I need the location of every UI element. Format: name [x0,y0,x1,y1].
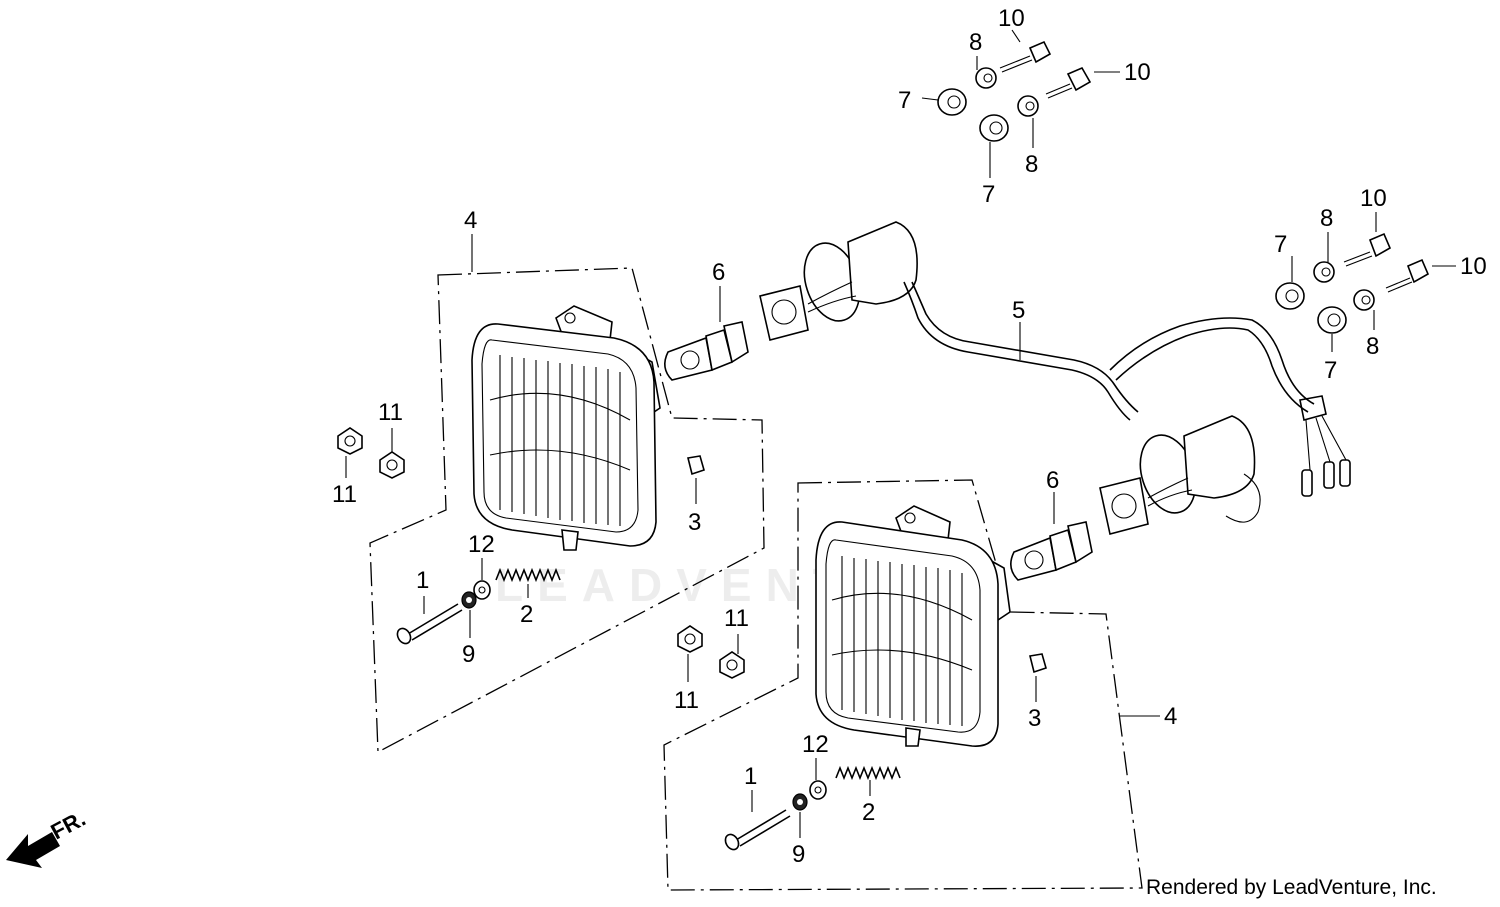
washer-12-left[interactable] [473,580,491,600]
headlight-left[interactable] [471,305,661,551]
callout-10-d: 10 [1460,253,1487,280]
spring-left[interactable] [495,567,561,583]
nut-11-right-a[interactable] [677,625,703,653]
callout-10-c: 10 [1360,185,1387,212]
callout-9-right: 9 [792,841,805,868]
grommet-7-upper-a[interactable] [937,88,967,116]
callout-11-a: 11 [378,399,403,426]
nut-3-left[interactable] [687,455,705,476]
assembly-outline-left [369,267,765,754]
callout-6-upper: 6 [712,259,725,286]
callout-7-b: 7 [982,181,995,208]
callout-7-a: 7 [898,87,911,114]
nut-3-right[interactable] [1029,653,1047,674]
callout-8-b: 8 [1025,151,1038,178]
grommet-7-right-b[interactable] [1317,306,1347,334]
nut-11-left-a[interactable] [337,427,363,455]
callout-4-left: 4 [464,207,477,234]
callout-12-right: 12 [802,731,829,758]
callout-8-a: 8 [969,29,982,56]
bolt-right[interactable] [723,809,791,852]
callout-8-c: 8 [1320,205,1333,232]
assembly-outline-right [663,479,1143,891]
callout-10-a: 10 [998,5,1025,32]
callout-2-right: 2 [862,799,875,826]
nut-11-left-b[interactable] [379,451,405,479]
callout-11-c: 11 [724,605,749,632]
collar-8-upper-a[interactable] [975,67,997,89]
callout-7-d: 7 [1324,357,1337,384]
bolt-10-right-b[interactable] [1385,258,1430,293]
bolt-left[interactable] [395,603,463,646]
callout-8-d: 8 [1366,333,1379,360]
callout-2-left: 2 [520,601,533,628]
callout-3-left: 3 [688,509,701,536]
callout-11-b: 11 [332,481,357,508]
callout-9-left: 9 [462,641,475,668]
washer-9-right[interactable] [792,793,808,811]
front-arrow-icon [6,832,60,868]
callout-7-c: 7 [1274,231,1287,258]
callout-3-right: 3 [1028,705,1041,732]
callout-12-left: 12 [468,531,495,558]
socket-lower[interactable] [1099,415,1261,535]
collar-8-right-b[interactable] [1353,289,1375,311]
bulb-right[interactable] [1010,521,1093,581]
bulb-left[interactable] [664,321,749,381]
washer-9-left[interactable] [461,591,477,609]
credit-text: Rendered by LeadVenture, Inc. [1146,876,1437,899]
callout-6-lower: 6 [1046,467,1059,494]
spring-right[interactable] [835,765,901,781]
collar-8-upper-b[interactable] [1017,95,1039,117]
wire-harness[interactable] [903,281,1351,497]
grommet-7-upper-b[interactable] [979,114,1009,142]
bolt-10-upper-b[interactable] [1045,66,1092,99]
bolt-10-right-a[interactable] [1343,232,1392,267]
washer-12-right[interactable] [809,780,827,800]
leader-lines [345,29,1456,838]
callout-5: 5 [1012,297,1025,324]
callout-11-d: 11 [674,687,699,714]
nut-11-right-b[interactable] [719,651,745,679]
callout-1-left: 1 [416,567,429,594]
grommet-7-right-a[interactable] [1275,282,1305,310]
headlight-right[interactable] [815,505,1011,747]
socket-upper[interactable] [759,221,918,341]
collar-8-right-a[interactable] [1313,261,1335,283]
bolt-10-upper-a[interactable] [999,40,1052,73]
callout-10-b: 10 [1124,59,1151,86]
callout-4-right: 4 [1164,703,1177,730]
callout-1-right: 1 [744,763,757,790]
